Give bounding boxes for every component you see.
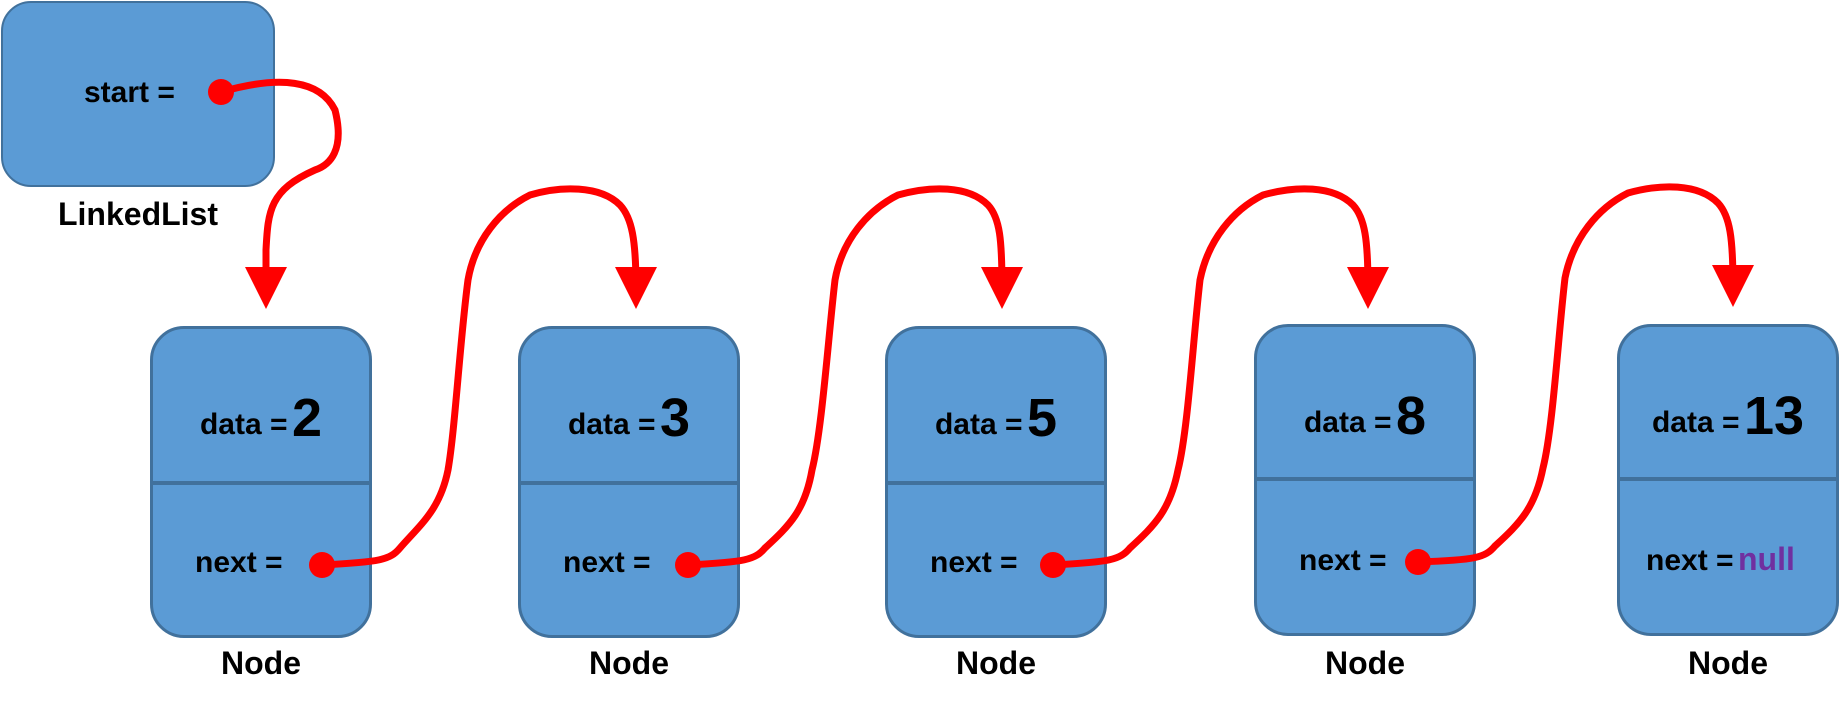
node-next-field: next = — [521, 543, 737, 580]
node-caption: Node — [1688, 645, 1768, 681]
start-field-label: start = — [84, 76, 175, 109]
next-label: next = — [195, 546, 283, 579]
data-label: data = — [567, 408, 656, 441]
node-caption: Node — [589, 645, 669, 681]
node-divider — [1620, 477, 1836, 481]
node-box-5: data = 13 next = null — [1617, 324, 1839, 636]
node-next-field: next = — [1257, 541, 1473, 578]
data-value: 13 — [1743, 386, 1805, 446]
node-divider — [888, 481, 1104, 485]
node-box-4: data = 8 next = — [1254, 324, 1476, 636]
data-value: 2 — [291, 388, 323, 448]
node-next-field: next = null — [1620, 541, 1836, 578]
data-value: 5 — [1026, 388, 1058, 448]
node-data-field: data = 5 — [888, 385, 1104, 448]
node-box-3: data = 5 next = — [885, 326, 1107, 638]
next-value: null — [1738, 541, 1795, 577]
node-data-field: data = 3 — [521, 385, 737, 448]
data-label: data = — [934, 408, 1023, 441]
node-caption: Node — [221, 645, 301, 681]
node-data-field: data = 2 — [153, 385, 369, 448]
node-next-field: next = — [153, 543, 369, 580]
node-data-field: data = 13 — [1620, 383, 1836, 446]
data-label: data = — [199, 408, 288, 441]
next-label: next = — [1646, 544, 1734, 577]
data-label: data = — [1303, 406, 1392, 439]
node-box-2: data = 3 next = — [518, 326, 740, 638]
data-value: 8 — [1395, 386, 1427, 446]
node-caption: Node — [1325, 645, 1405, 681]
next-label: next = — [930, 546, 1018, 579]
next-label: next = — [1299, 544, 1387, 577]
next-label: next = — [563, 546, 651, 579]
linkedlist-caption: LinkedList — [57, 196, 218, 232]
node-caption: Node — [956, 645, 1036, 681]
node-box-1: data = 2 next = — [150, 326, 372, 638]
data-value: 3 — [659, 388, 691, 448]
node-next-field: next = — [888, 543, 1104, 580]
node-divider — [521, 481, 737, 485]
node-divider — [153, 481, 369, 485]
node-data-field: data = 8 — [1257, 383, 1473, 446]
data-label: data = — [1651, 406, 1740, 439]
node-divider — [1257, 477, 1473, 481]
